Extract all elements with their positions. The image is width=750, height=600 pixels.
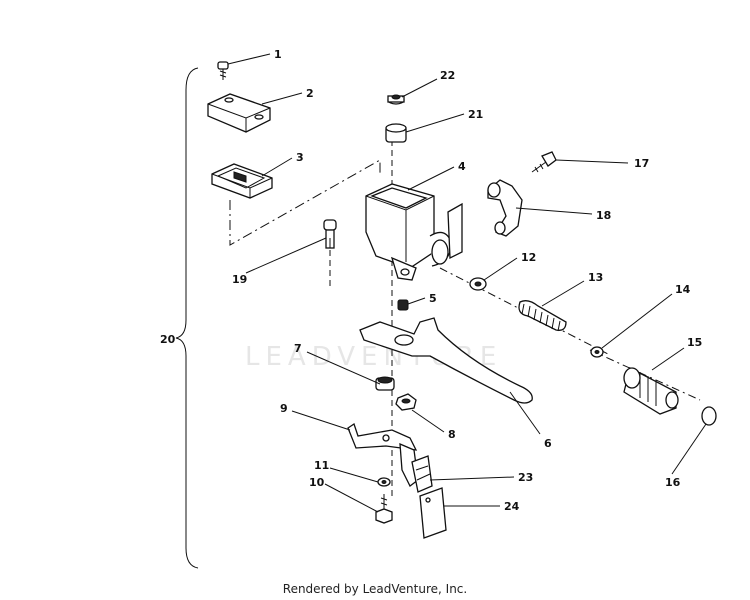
callout-18: 18 [596, 209, 611, 222]
callout-20: 20 [160, 333, 176, 346]
part-screw-1 [217, 61, 229, 80]
callout-16: 16 [665, 476, 681, 489]
footer-credit: Rendered by LeadVenture, Inc. [282, 582, 468, 596]
part-washer-12 [469, 277, 487, 291]
part-nut-8 [395, 393, 417, 411]
part-piston-15 [623, 367, 679, 415]
callout-22: 22 [440, 69, 455, 82]
leader-6 [509, 391, 541, 435]
leader-8 [411, 409, 445, 433]
part-master-cylinder-4 [365, 183, 463, 281]
leader-17 [555, 159, 629, 164]
leader-14 [601, 293, 673, 349]
assembly-brace [175, 67, 199, 569]
callout-6: 6 [544, 437, 552, 450]
callout-3: 3 [296, 151, 304, 164]
leader-16 [671, 423, 707, 475]
part-bracket-9 [347, 422, 419, 487]
part-switch-23 [411, 455, 433, 493]
reservoir-assembly-line [229, 159, 381, 246]
part-bolt-17 [531, 151, 557, 173]
leader-23 [429, 476, 515, 481]
callout-17: 17 [634, 157, 649, 170]
callout-10: 10 [309, 476, 325, 489]
part-spring-13 [518, 300, 567, 332]
part-reservoir-cover-2 [207, 93, 271, 133]
leader-15 [651, 347, 685, 371]
callout-12: 12 [521, 251, 536, 264]
part-washer-14 [590, 346, 604, 358]
callout-7: 7 [294, 342, 302, 355]
leader-3 [261, 157, 293, 177]
callout-24: 24 [504, 500, 520, 513]
leader-2 [261, 92, 303, 105]
callout-23: 23 [518, 471, 533, 484]
part-cap-22 [387, 94, 405, 105]
part-bushing-21 [385, 123, 407, 143]
part-bolt-10 [375, 494, 393, 524]
leader-9 [291, 410, 351, 431]
callout-11: 11 [314, 459, 329, 472]
part-tag-24 [419, 487, 447, 539]
part-diaphragm-3 [211, 163, 273, 199]
callout-9: 9 [280, 402, 288, 415]
part-clamp-18 [487, 179, 523, 237]
part-circlip-16 [701, 406, 717, 426]
part-brake-lever-6 [359, 317, 533, 404]
callout-4: 4 [458, 160, 466, 173]
callout-5: 5 [429, 292, 437, 305]
leader-11 [329, 467, 379, 483]
leader-13 [541, 280, 585, 307]
leader-5 [407, 297, 426, 305]
leader-12 [483, 257, 518, 281]
callout-2: 2 [306, 87, 314, 100]
leader-18 [515, 207, 593, 215]
callout-13: 13 [588, 271, 603, 284]
leader-4 [407, 166, 455, 191]
callout-21: 21 [468, 108, 483, 121]
callout-14: 14 [675, 283, 691, 296]
pushrod-axis-line [589, 349, 701, 401]
leader-1 [227, 53, 271, 65]
leader-22 [401, 78, 438, 98]
part-bushing-7 [375, 376, 395, 391]
leader-21 [405, 113, 465, 133]
leader-10 [324, 483, 379, 513]
callout-19: 19 [232, 273, 247, 286]
part-pin-19 [323, 219, 337, 249]
leader-7 [306, 351, 381, 385]
part-washer-11 [377, 477, 391, 487]
callout-1: 1 [274, 48, 282, 61]
callout-8: 8 [448, 428, 456, 441]
leader-19 [245, 237, 327, 274]
callout-15: 15 [687, 336, 702, 349]
part-bushing-5 [397, 299, 409, 311]
